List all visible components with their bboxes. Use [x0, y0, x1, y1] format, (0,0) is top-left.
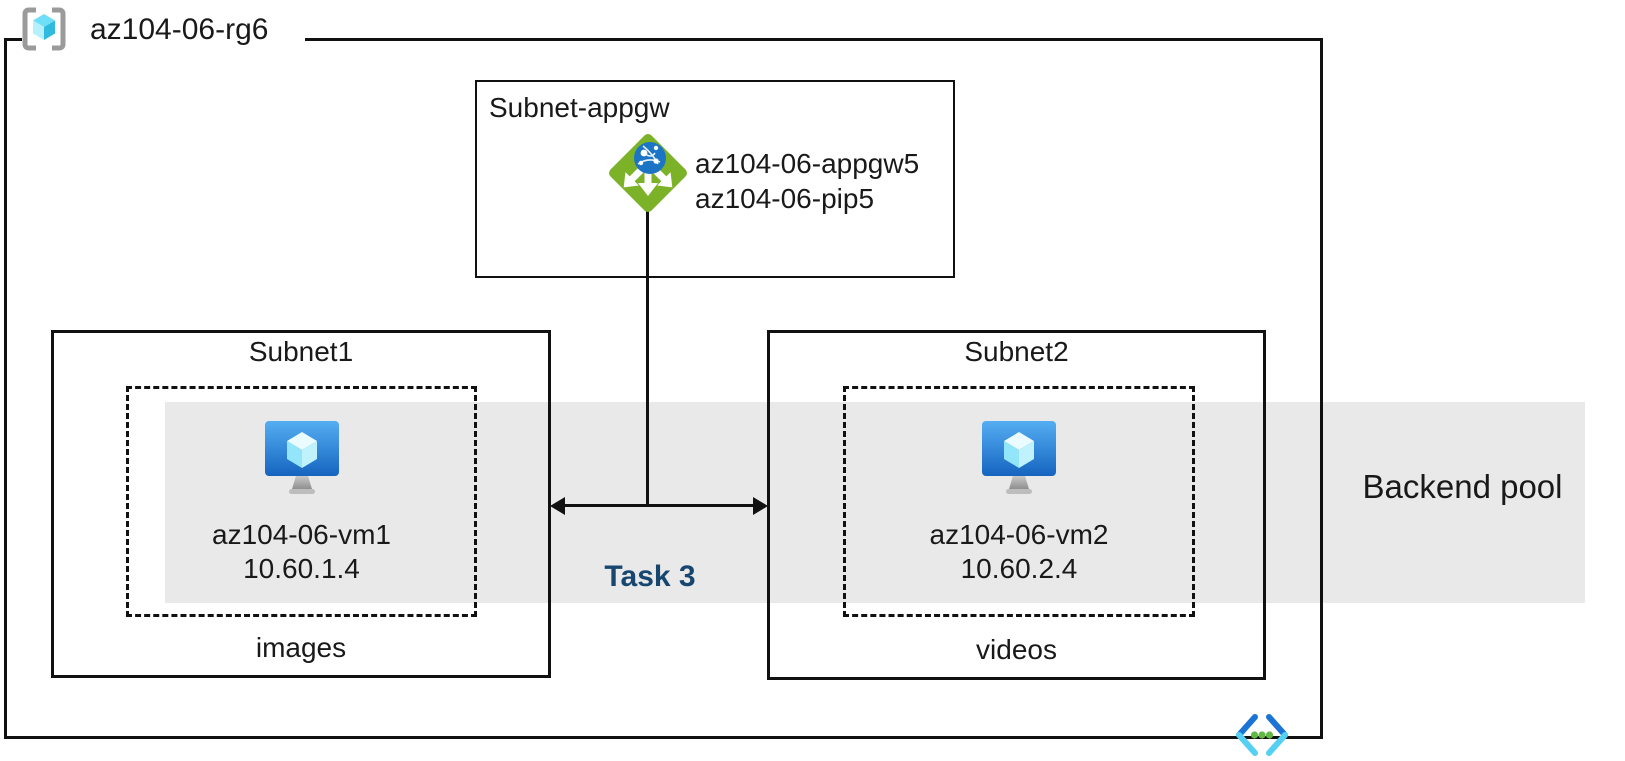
subnet-link-arrow — [563, 504, 755, 507]
vm1-labels: az104-06-vm1 10.60.1.4 — [126, 518, 477, 586]
backend-pool-band — [165, 402, 1585, 603]
gateway-name: az104-06-appgw5 — [695, 148, 920, 179]
vm2-ip: 10.60.2.4 — [960, 553, 1078, 584]
subnet2-vm-group-box — [843, 386, 1195, 617]
resource-group-border-gap — [22, 34, 305, 44]
gateway-connector-line — [646, 210, 649, 507]
subnet1-vm-group-box — [126, 386, 477, 617]
virtual-network-icon — [1232, 712, 1292, 758]
resource-group-icon — [20, 6, 68, 52]
subnet-appgw-title: Subnet-appgw — [489, 92, 670, 123]
subnet2-box — [767, 330, 1266, 680]
vm2-labels: az104-06-vm2 10.60.2.4 — [843, 518, 1195, 586]
subnet-appgw-box: Subnet-appgw — [475, 80, 955, 278]
subnet1-caption: images — [255, 632, 347, 663]
subnet1-box — [51, 330, 551, 678]
virtual-machine-icon — [979, 420, 1059, 496]
backend-pool-label: Backend pool — [1362, 468, 1563, 505]
arrow-left-head-icon — [550, 497, 565, 515]
task-label: Task 3 — [604, 560, 696, 593]
resource-group-name: az104-06-rg6 — [90, 13, 269, 46]
subnet1-title: Subnet1 — [248, 336, 354, 367]
vm1-ip: 10.60.1.4 — [243, 553, 360, 584]
vm1-name: az104-06-vm1 — [212, 519, 391, 550]
vm2-name: az104-06-vm2 — [929, 519, 1109, 550]
gateway-labels: az104-06-appgw5 az104-06-pip5 — [695, 146, 919, 216]
arrow-right-head-icon — [753, 497, 768, 515]
subnet2-title: Subnet2 — [964, 336, 1069, 367]
resource-group-box — [4, 38, 1323, 739]
virtual-machine-icon — [262, 420, 342, 496]
subnet2-caption: videos — [976, 634, 1057, 665]
application-gateway-icon — [606, 131, 690, 215]
gateway-pip-name: az104-06-pip5 — [695, 183, 875, 214]
